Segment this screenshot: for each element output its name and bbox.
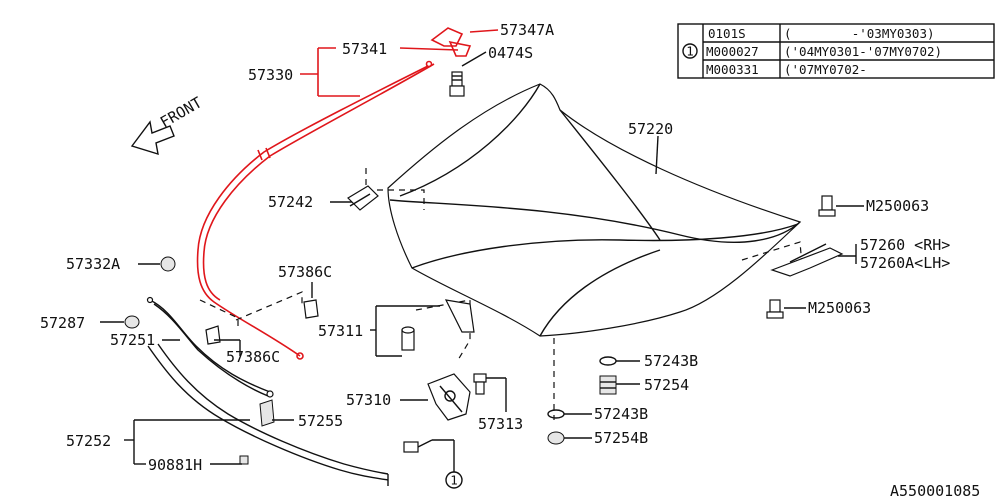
clip-57255 [259,399,275,427]
label-57254-bottom: 57254B [594,429,648,447]
label-57332a: 57332A [66,255,120,273]
label-57386c-top: 57386C [278,263,332,281]
reference-marker: 1 [450,473,458,488]
table-range-1: ( -'03MY0303) [784,26,935,41]
footer-code: A550001085 [890,482,980,500]
bolt-lower [769,299,781,313]
leader-lines [100,29,864,472]
hood-hinge [766,195,844,319]
bumper-stack-bottom [547,409,565,445]
label-0474s: 0474S [488,44,533,62]
guide-lines [199,168,803,420]
label-57252: 57252 [66,432,111,450]
bumper-stack-top [599,356,617,395]
hood-seal-57252 [147,343,389,486]
clip-90881h [239,455,249,465]
front-direction-arrow: FRONT [130,93,205,156]
front-label: FRONT [157,93,205,131]
latch-57310 [427,373,471,421]
table-marker-circle [682,43,698,59]
bolt-lower-left [403,439,433,453]
hood-panel [387,83,802,337]
label-57311: 57311 [318,322,363,340]
label-57313: 57313 [478,415,523,433]
label-57287: 57287 [40,314,85,332]
bolt-57313 [473,373,487,395]
label-57260-rh: 57260 <RH> [860,236,950,254]
label-57330: 57330 [248,66,293,84]
applicability-table: 1 0101S ( -'03MY0303) M000027 ('04MY0301… [677,23,995,79]
hook-part [430,27,464,47]
table-code-3: M000331 [706,62,759,77]
label-57243b-bottom: 57243B [594,405,648,423]
label-57255: 57255 [298,412,343,430]
label-57260a-lh: 57260A<LH> [860,254,950,272]
label-m250063-top: M250063 [866,197,929,215]
label-57243b-top: 57243B [644,352,698,370]
clip-57386c-bottom [205,325,221,345]
bolt-upper [821,195,833,211]
bolt-0474s [449,71,465,97]
striker-57311 [401,299,475,351]
clip-57287 [124,315,140,329]
label-m250063-bottom: M250063 [808,299,871,317]
label-57310: 57310 [346,391,391,409]
label-57251: 57251 [110,331,155,349]
table-code-1: 0101S [708,26,746,41]
hood-release-cable [196,27,472,360]
part-labels: 57347A 57341 0474S 57330 57220 57242 M25… [40,21,980,500]
label-57347a: 57347A [500,21,554,39]
label-57254-top: 57254 [644,376,689,394]
table-marker: 1 [686,44,694,59]
label-57386c-bottom: 57386C [226,348,280,366]
grommet-57332a [160,256,176,272]
label-57242: 57242 [268,193,313,211]
label-90881h: 90881H [148,456,202,474]
label-57220: 57220 [628,120,673,138]
table-range-3: ('07MY0702- [784,62,942,77]
table-code-2: M000027 [706,44,759,59]
label-57341: 57341 [342,40,387,58]
table-range-2: ('04MY0301-'07MY0702) [784,44,942,59]
bracket-57242 [347,185,379,211]
cable-57251 [146,296,274,398]
reference-marker-circle [445,471,463,489]
clip-57386c-top [303,299,319,319]
